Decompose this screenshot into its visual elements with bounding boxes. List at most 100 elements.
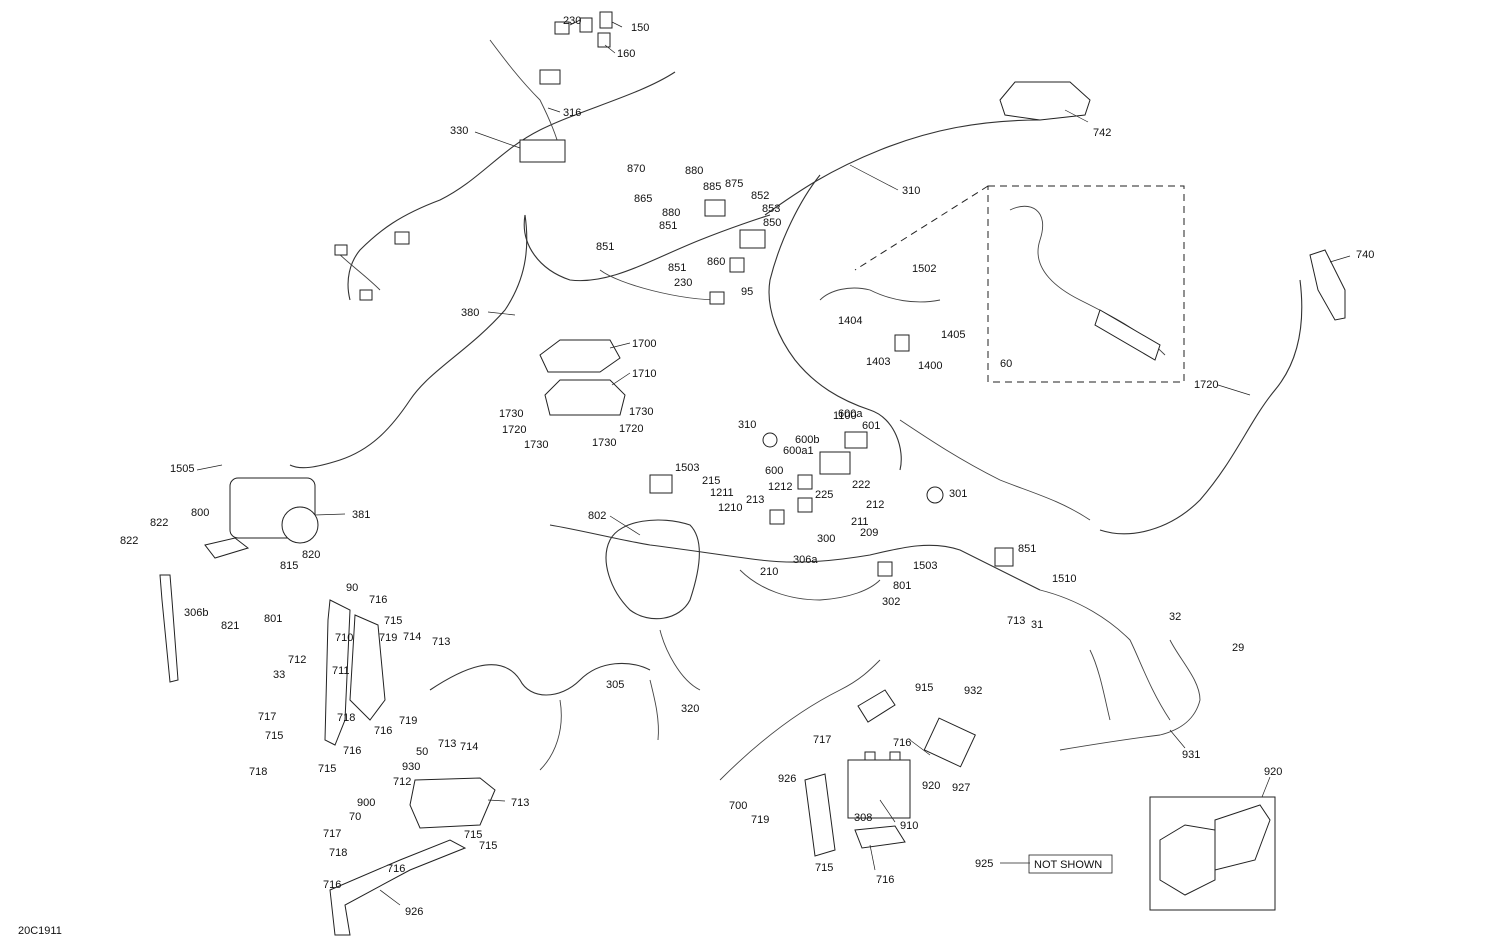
callout-label: 920 xyxy=(922,780,940,792)
winch-drum xyxy=(281,506,319,544)
callout-label: 1403 xyxy=(866,356,890,368)
callout-label: 714 xyxy=(403,631,421,643)
sleeve-70 xyxy=(1214,804,1271,871)
callout-label: 90 xyxy=(346,582,358,594)
light-742 xyxy=(999,81,1091,121)
callout-label: 381 xyxy=(352,509,370,521)
callout-label: 306a xyxy=(793,554,818,566)
note-ref: 925 xyxy=(975,858,993,870)
callout-label: 29 xyxy=(1232,642,1244,654)
callout-label: 230 xyxy=(563,15,581,27)
callout-label: 31 xyxy=(1031,619,1043,631)
callout-label: 714 xyxy=(460,741,478,753)
sensor-1400 xyxy=(894,334,910,352)
tray-910 xyxy=(804,773,836,857)
battery-terminal-b xyxy=(889,751,901,761)
relay-850 xyxy=(739,229,766,249)
callout-label: 600b xyxy=(795,434,819,446)
wiring-harness xyxy=(289,39,1303,781)
part-1100 xyxy=(762,432,778,448)
callout-label: 716 xyxy=(369,594,387,606)
callout-label: 715 xyxy=(318,763,336,775)
callout-label: 885 xyxy=(703,181,721,193)
callout-label: 802 xyxy=(588,510,606,522)
callout-label: 601 xyxy=(862,420,880,432)
callout-label: 150 xyxy=(631,22,649,34)
callout-label: 860 xyxy=(707,256,725,268)
callout-label: 1730 xyxy=(524,439,548,451)
callout-label: 900 xyxy=(357,797,375,809)
part-600b xyxy=(844,431,868,449)
callout-label: 719 xyxy=(751,814,769,826)
connector-block xyxy=(539,69,561,85)
relay-230-top xyxy=(554,21,570,35)
callout-label: 927 xyxy=(952,782,970,794)
callout-label: 716 xyxy=(893,737,911,749)
callout-label: 1404 xyxy=(838,315,862,327)
parts xyxy=(159,11,1346,936)
callout-label: 1400 xyxy=(918,360,942,372)
connector-b xyxy=(394,231,410,245)
callout-label: 600a xyxy=(838,408,863,420)
trim-705 xyxy=(329,839,467,936)
callout-label: 717 xyxy=(323,828,341,840)
callout-label: 230 xyxy=(674,277,692,289)
callout-label: 300 xyxy=(817,533,835,545)
callout-label: 308 xyxy=(854,812,872,824)
callout-label: 715 xyxy=(815,862,833,874)
callout-label: 1730 xyxy=(629,406,653,418)
connector-left xyxy=(334,244,348,256)
callout-label: 600a1 xyxy=(783,445,814,457)
callout-label: 95 xyxy=(741,286,753,298)
callout-label: 822 xyxy=(120,535,138,547)
bar-60 xyxy=(1094,309,1161,361)
callout-label: 926 xyxy=(405,906,423,918)
detail-leader xyxy=(854,185,989,271)
callout-label: 715 xyxy=(265,730,283,742)
ecm-1700 xyxy=(539,339,621,373)
callout-label: 865 xyxy=(634,193,652,205)
callout-label: 852 xyxy=(751,190,769,202)
callout-label: 821 xyxy=(221,620,239,632)
pad-905 xyxy=(854,825,906,849)
callout-label: 1503 xyxy=(675,462,699,474)
callout-label: 719 xyxy=(379,632,397,644)
callout-label: 60 xyxy=(1000,358,1012,370)
callout-label: 715 xyxy=(464,829,482,841)
callout-label: 600 xyxy=(765,465,783,477)
callout-label: 915 xyxy=(915,682,933,694)
callout-label: 213 xyxy=(746,494,764,506)
callout-label: 715 xyxy=(384,615,402,627)
callout-label: 215 xyxy=(702,475,720,487)
battery-900 xyxy=(847,759,911,819)
callout-label: 822 xyxy=(150,517,168,529)
callout-label: 225 xyxy=(815,489,833,501)
callout-label: 1730 xyxy=(499,408,523,420)
callout-label: 850 xyxy=(763,217,781,229)
callout-label: 310 xyxy=(902,185,920,197)
callout-label: 1505 xyxy=(170,463,194,475)
callout-label: 310 xyxy=(738,419,756,431)
callout-label: 930 xyxy=(402,761,420,773)
grommet-1505 xyxy=(926,486,944,504)
callout-label: 932 xyxy=(964,685,982,697)
not-shown-frame xyxy=(1028,854,1113,874)
callout-label: 718 xyxy=(249,766,267,778)
callout-label: 712 xyxy=(393,776,411,788)
callout-label: 820 xyxy=(302,549,320,561)
bracket-1710 xyxy=(544,379,626,416)
callout-label: 330 xyxy=(450,125,468,137)
callout-label: 305 xyxy=(606,679,624,691)
callout-label: 880 xyxy=(685,165,703,177)
callout-label: 801 xyxy=(893,580,911,592)
callout-label: 32 xyxy=(1169,611,1181,623)
headlight-710 xyxy=(349,614,386,721)
callout-label: 1212 xyxy=(768,481,792,493)
relay-part-a xyxy=(579,17,593,33)
callout-label: 320 xyxy=(681,703,699,715)
module-600 xyxy=(819,451,851,475)
part-860 xyxy=(729,257,745,273)
fairlead-820 xyxy=(204,537,250,559)
fuse-box-330 xyxy=(519,139,566,163)
